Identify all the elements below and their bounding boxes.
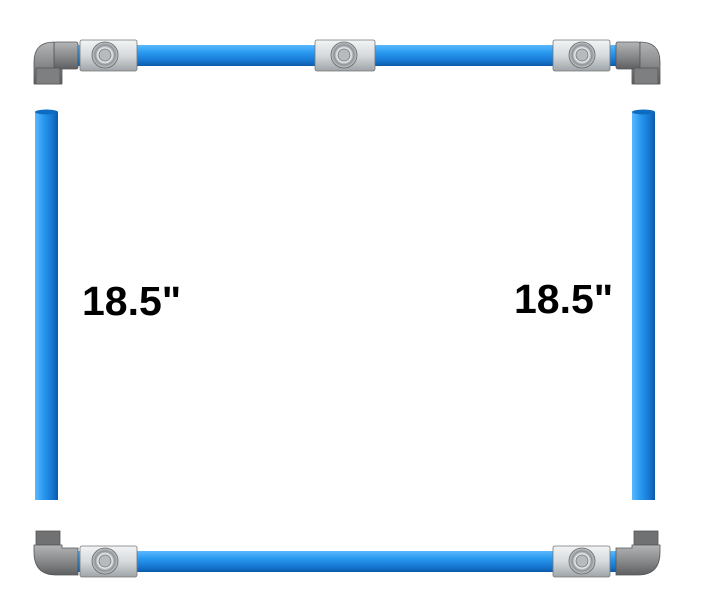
left-post-length-label: 18.5" [82, 278, 182, 324]
top-rail [33, 39, 661, 85]
left-post [35, 109, 58, 500]
tee-fitting-icon [552, 39, 611, 72]
tee-fitting-icon [79, 39, 138, 72]
tee-fitting-icon [552, 545, 611, 578]
right-post-length-label: 18.5" [514, 276, 614, 322]
tee-fitting-icon [314, 39, 376, 72]
elbow-fitting-icon [615, 530, 661, 576]
elbow-fitting-icon [615, 41, 661, 85]
elbow-fitting-icon [33, 530, 79, 576]
bottom-rail [33, 530, 661, 578]
elbow-fitting-icon [33, 41, 79, 85]
bottom-rail-pipe [135, 551, 555, 572]
top-rail-pipe-left [135, 45, 317, 66]
right-post [632, 109, 655, 500]
top-rail-pipe-right [373, 45, 555, 66]
tee-fitting-icon [79, 545, 138, 578]
